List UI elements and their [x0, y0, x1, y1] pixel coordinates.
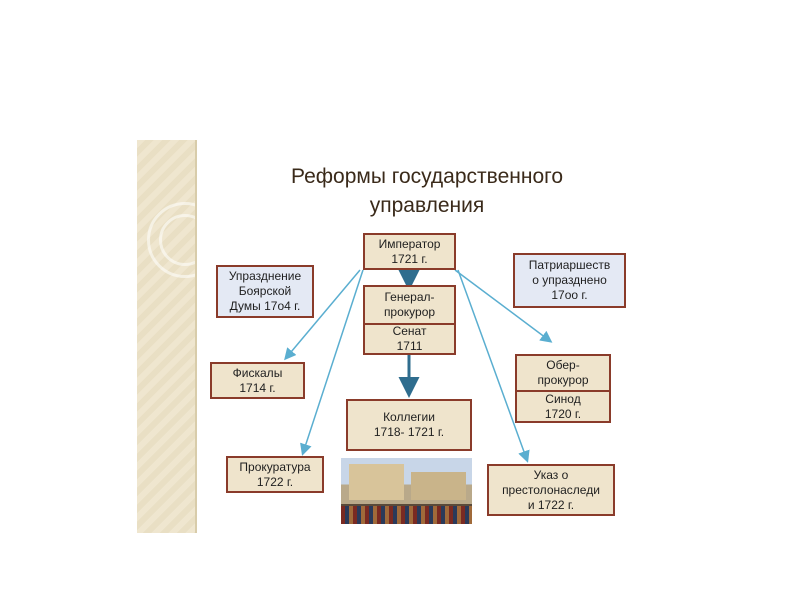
ober-prosecutor-box: Обер- прокурор [515, 354, 611, 390]
fiscals-box: Фискалы 1714 г. [210, 362, 305, 399]
connector-arrows [284, 269, 553, 463]
slide: Реформы государственного управления Импе… [137, 140, 668, 533]
arrow-emperor-to-fiscals [284, 269, 361, 361]
procuracy-box: Прокуратура 1722 г. [226, 456, 324, 493]
patriarchate-box: Патриаршеств о упразднено 17оо г. [513, 253, 626, 308]
historical-scene-image [341, 458, 472, 524]
building-shape [349, 464, 404, 500]
succession-decree-box: Указ о престолонаследи и 1722 г. [487, 464, 615, 516]
boyar-duma-box: Упразднение Боярской Думы 17о4 г. [216, 265, 314, 318]
crowd-shape [341, 506, 472, 524]
building-shape-2 [411, 472, 466, 500]
strip-edge [195, 140, 197, 533]
decorative-ring-inner [159, 214, 211, 266]
arrow-emperor-to-succession [457, 269, 530, 463]
decorative-strip [137, 140, 223, 533]
emperor-box: Император 1721 г. [363, 233, 456, 270]
decorative-ring [147, 202, 223, 278]
arrow-emperor-to-procuracy [300, 269, 364, 456]
general-prosecutor-box: Генерал- прокурор [363, 285, 456, 323]
collegiums-box: Коллегии 1718- 1721 г. [346, 399, 472, 451]
synod-box: Синод 1720 г. [515, 390, 611, 423]
senate-box: Сенат 1711 [363, 323, 456, 355]
arrow-emperor-to-synod [454, 269, 553, 343]
slide-title: Реформы государственного управления [290, 165, 564, 217]
